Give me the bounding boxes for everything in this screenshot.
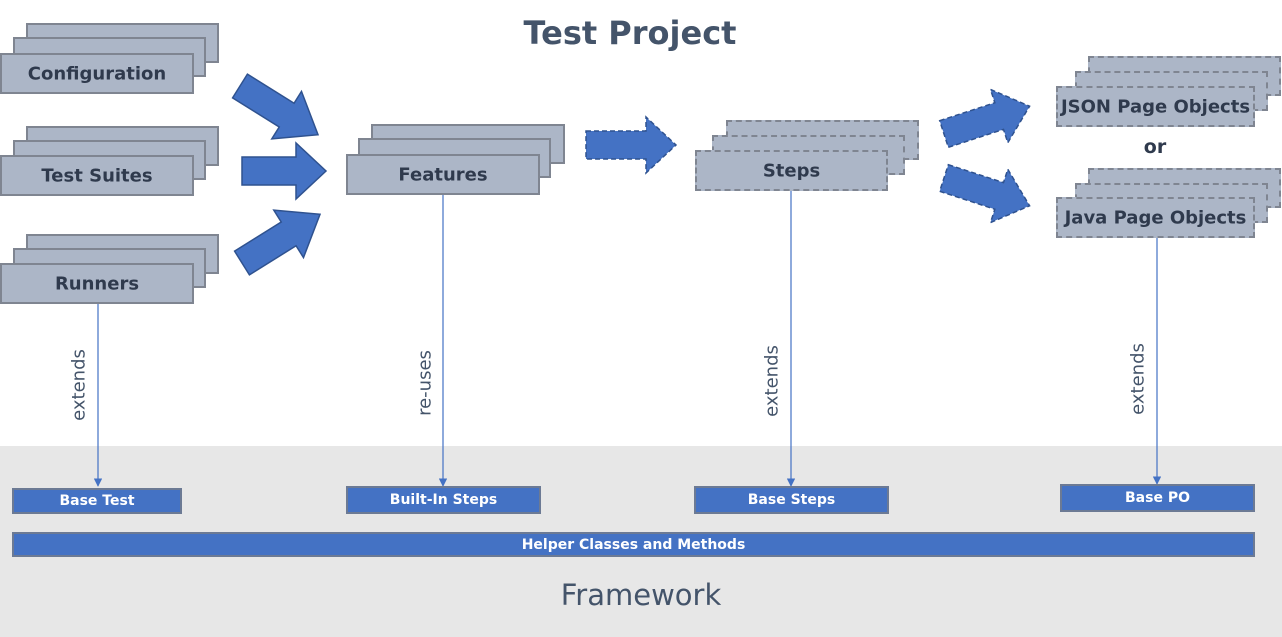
runners-to-features-arrow — [233, 209, 322, 276]
base-test-box: Base Test — [12, 488, 182, 514]
configuration-to-features-arrow — [231, 73, 320, 140]
java-page-objects-label: Java Page Objects — [1064, 207, 1247, 228]
steps-label: Steps — [762, 160, 821, 181]
steps-to-java-po-arrow — [938, 163, 1031, 224]
features-label: Features — [398, 164, 488, 185]
steps-relation-label: extends — [761, 345, 783, 417]
test-suites-label: Test Suites — [41, 165, 153, 186]
test-suites-to-features-arrow — [241, 141, 328, 201]
or-label: or — [1143, 136, 1167, 158]
runners-label: Runners — [54, 273, 140, 294]
diagram-title: Test Project — [523, 14, 737, 52]
features-relation-label: re-uses — [414, 350, 436, 416]
runners-card: Runners — [0, 263, 194, 304]
features-to-steps-arrow — [585, 115, 678, 175]
page-objects-relation-label: extends — [1127, 343, 1149, 415]
configuration-card: Configuration — [0, 53, 194, 94]
base-po-box: Base PO — [1060, 484, 1255, 512]
features-card: Features — [346, 154, 540, 195]
configuration-label: Configuration — [27, 63, 167, 84]
steps-card: Steps — [695, 150, 888, 191]
base-steps-box: Base Steps — [694, 486, 889, 514]
test-suites-card: Test Suites — [0, 155, 194, 196]
java-page-objects-card: Java Page Objects — [1056, 197, 1255, 238]
framework-label: Framework — [560, 578, 722, 612]
built-in-steps-box: Built-In Steps — [346, 486, 541, 514]
json-page-objects-card: JSON Page Objects — [1056, 86, 1255, 127]
steps-to-json-po-arrow — [938, 88, 1031, 149]
runners-relation-label: extends — [68, 349, 90, 421]
json-page-objects-label: JSON Page Objects — [1060, 96, 1251, 117]
helper-classes-bar: Helper Classes and Methods — [12, 532, 1255, 557]
